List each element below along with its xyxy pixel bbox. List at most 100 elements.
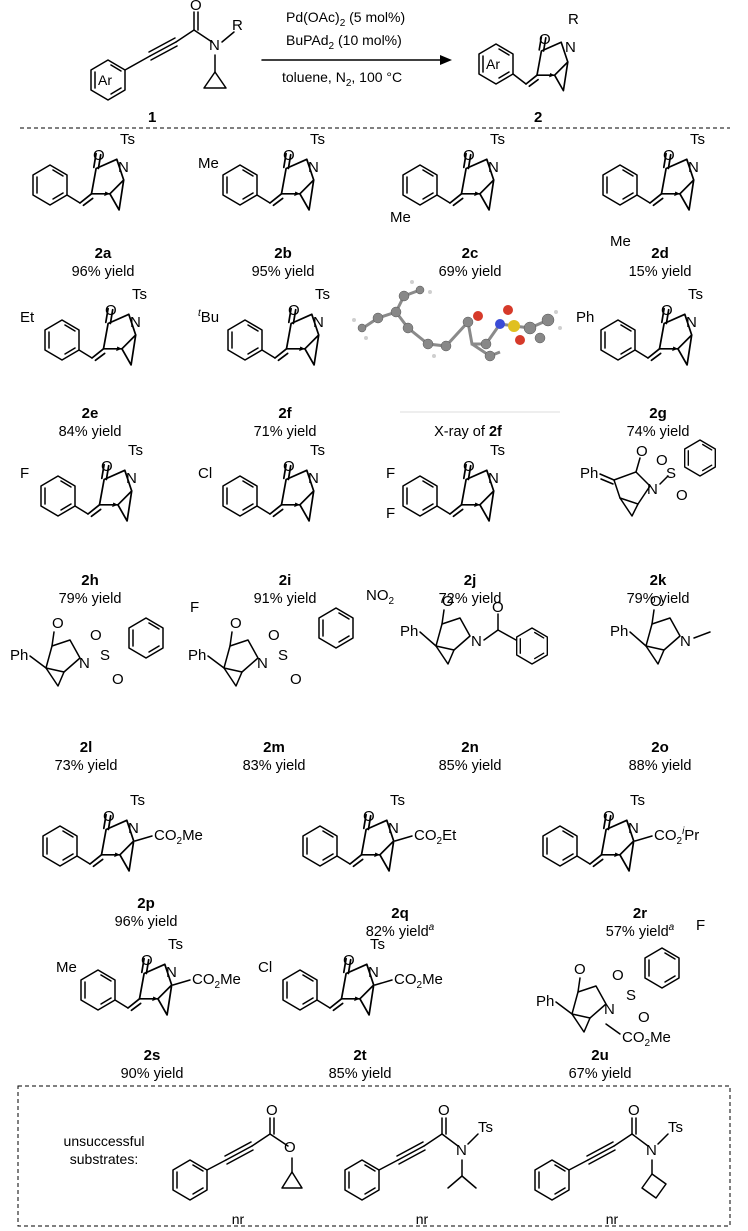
compound-2s: Me O N Ts CO2Me 2s 90% yield xyxy=(56,936,241,1082)
reactant-label: 1 xyxy=(148,109,156,126)
product-2-general: O N R Ar 2 xyxy=(478,11,579,126)
svg-text:Ts: Ts xyxy=(128,442,143,459)
svg-text:Ts: Ts xyxy=(630,792,645,809)
svg-text:O: O xyxy=(266,1102,278,1119)
compound-2q: O N Ts CO2Et 2q 82% yielda xyxy=(302,792,457,940)
compound-2d: Me O N Ts 2d 15% yield xyxy=(602,131,705,280)
svg-text:2a: 2a xyxy=(95,245,112,262)
svg-text:Pd(OAc)2 (5 mol%): Pd(OAc)2 (5 mol%) xyxy=(286,9,405,29)
svg-text:85% yield: 85% yield xyxy=(329,1066,392,1082)
svg-text:2l: 2l xyxy=(80,739,93,756)
svg-text:N: N xyxy=(118,159,129,176)
svg-text:N: N xyxy=(388,820,399,837)
svg-text:O: O xyxy=(283,458,295,475)
svg-text:Ph: Ph xyxy=(580,465,598,482)
svg-text:2e: 2e xyxy=(82,405,99,422)
svg-text:O: O xyxy=(363,808,375,825)
svg-text:O: O xyxy=(650,593,662,610)
svg-text:O: O xyxy=(676,487,688,504)
svg-text:X-ray of 2f: X-ray of 2f xyxy=(434,424,502,440)
svg-text:2c: 2c xyxy=(462,245,479,262)
svg-text:88% yield: 88% yield xyxy=(629,758,692,774)
svg-text:Ts: Ts xyxy=(370,936,385,953)
ring-label-ar: Ar xyxy=(486,56,500,72)
compound-2o: Ph O N 2o 88% yield xyxy=(610,593,711,774)
svg-text:N: N xyxy=(488,159,499,176)
svg-text:2b: 2b xyxy=(274,245,292,262)
svg-text:2g: 2g xyxy=(649,405,667,422)
svg-text:O: O xyxy=(663,147,675,164)
svg-text:Me: Me xyxy=(390,209,411,226)
svg-text:Ts: Ts xyxy=(310,131,325,148)
svg-text:nr: nr xyxy=(232,1211,245,1227)
compound-2p: O N Ts CO2Me 2p 96% yield xyxy=(42,792,203,930)
svg-text:85% yield: 85% yield xyxy=(439,758,502,774)
svg-text:Ts: Ts xyxy=(130,792,145,809)
svg-text:N: N xyxy=(456,1142,467,1159)
svg-text:O: O xyxy=(93,147,105,164)
svg-text:N: N xyxy=(646,1142,657,1159)
svg-text:BuPAd2 (10 mol%): BuPAd2 (10 mol%) xyxy=(286,32,402,52)
svg-text:O: O xyxy=(603,808,615,825)
svg-text:O: O xyxy=(268,627,280,644)
compound-2n: Ph O N O 2n 85% yield xyxy=(400,593,548,774)
svg-text:O: O xyxy=(90,627,102,644)
xray-structure-2f: X-ray of 2f xyxy=(352,280,562,440)
svg-text:toluene, N2, 100 °C: toluene, N2, 100 °C xyxy=(282,69,402,89)
svg-text:CO2Me: CO2Me xyxy=(192,971,241,991)
svg-text:Ts: Ts xyxy=(310,442,325,459)
svg-text:N: N xyxy=(308,470,319,487)
svg-text:O: O xyxy=(463,458,475,475)
svg-text:unsuccessful: unsuccessful xyxy=(64,1133,145,1149)
atom-o: O xyxy=(539,31,551,48)
svg-text:Ts: Ts xyxy=(668,1119,683,1136)
svg-text:N: N xyxy=(166,964,177,981)
svg-text:O: O xyxy=(636,443,648,460)
svg-text:Ts: Ts xyxy=(490,442,505,459)
svg-text:O: O xyxy=(112,671,124,688)
svg-text:O: O xyxy=(638,1009,650,1026)
compound-2m: Ph O N S O O NO2 2m 83% yield xyxy=(188,587,395,774)
compound-2e: Et O N Ts 2e 84% yield xyxy=(20,286,147,440)
svg-text:69% yield: 69% yield xyxy=(439,264,502,280)
svg-text:Ts: Ts xyxy=(390,792,405,809)
svg-text:N: N xyxy=(647,481,658,498)
svg-text:67% yield: 67% yield xyxy=(569,1066,632,1082)
compound-2i: Cl O N Ts 2i 91% yield xyxy=(198,442,325,607)
svg-text:Me: Me xyxy=(610,233,631,250)
svg-text:57% yielda: 57% yielda xyxy=(606,922,675,940)
svg-text:79% yield: 79% yield xyxy=(627,591,690,607)
svg-text:F: F xyxy=(696,917,705,934)
svg-text:Ts: Ts xyxy=(168,936,183,953)
svg-text:2n: 2n xyxy=(461,739,479,756)
svg-text:Ts: Ts xyxy=(490,131,505,148)
svg-text:83% yield: 83% yield xyxy=(243,758,306,774)
svg-text:N: N xyxy=(680,633,691,650)
svg-text:O: O xyxy=(290,671,302,688)
svg-text:2t: 2t xyxy=(353,1047,366,1064)
unsuccessful-substrates-box: unsuccessful substrates: O O nr O N Ts xyxy=(17,1085,731,1227)
svg-text:Ph: Ph xyxy=(610,623,628,640)
svg-text:2s: 2s xyxy=(144,1047,161,1064)
svg-text:Ts: Ts xyxy=(478,1119,493,1136)
svg-text:90% yield: 90% yield xyxy=(121,1066,184,1082)
svg-text:2q: 2q xyxy=(391,905,409,922)
svg-text:CO2iPr: CO2iPr xyxy=(654,826,699,847)
failed-substrate-isopropyl-amide: O N Ts nr xyxy=(344,1102,493,1227)
svg-text:O: O xyxy=(230,615,242,632)
svg-text:Ph: Ph xyxy=(10,647,28,664)
compound-2t: Cl O N Ts CO2Me 2t 85% yield xyxy=(258,936,443,1082)
svg-text:2o: 2o xyxy=(651,739,669,756)
svg-text:2d: 2d xyxy=(651,245,669,262)
svg-text:N: N xyxy=(257,655,268,672)
svg-text:O: O xyxy=(442,593,454,610)
svg-text:S: S xyxy=(100,647,110,664)
svg-text:N: N xyxy=(604,1001,615,1018)
svg-text:N: N xyxy=(488,470,499,487)
svg-text:N: N xyxy=(313,314,324,331)
svg-text:Ph: Ph xyxy=(400,623,418,640)
svg-text:Ts: Ts xyxy=(120,131,135,148)
svg-text:N: N xyxy=(686,314,697,331)
svg-text:O: O xyxy=(105,302,117,319)
svg-text:O: O xyxy=(438,1102,450,1119)
